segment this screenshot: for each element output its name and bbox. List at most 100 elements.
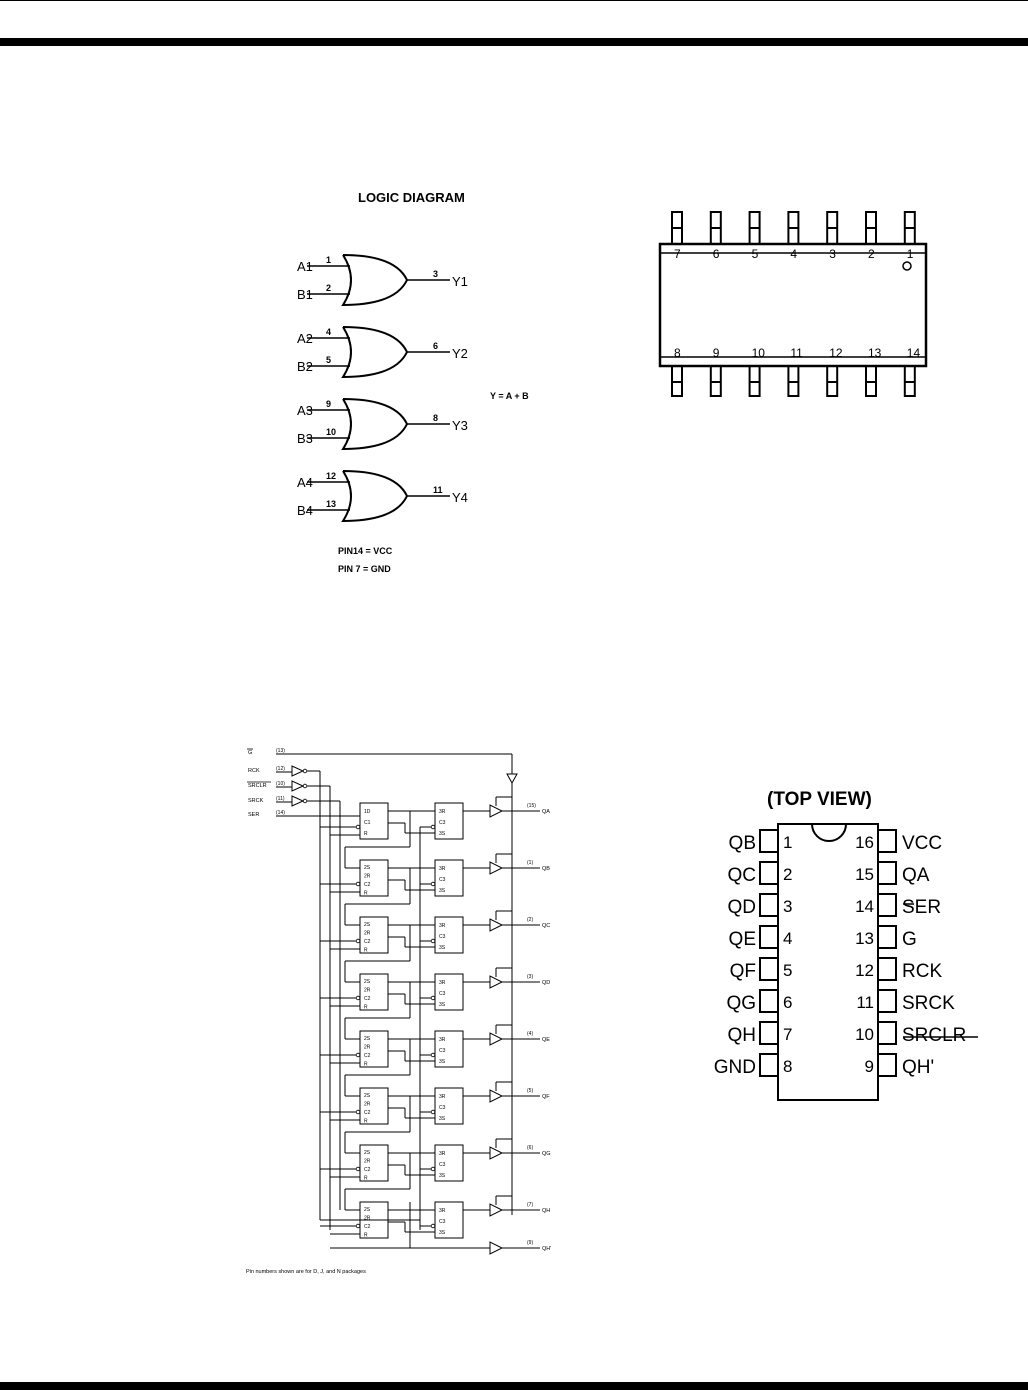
right-pin-lead <box>877 957 897 981</box>
output-buffer-icon <box>489 804 504 818</box>
buffer-icon <box>291 765 305 777</box>
left-pin-lead <box>759 1053 779 1077</box>
output-pin-number: (15) <box>527 803 536 809</box>
serial-out-buffer-icon <box>489 1241 504 1255</box>
flip-flop-pin-label: 2S <box>364 1207 371 1213</box>
output-label: Y3 <box>452 418 468 433</box>
flip-flop-box <box>359 1030 389 1068</box>
right-pin-label: SER <box>902 897 941 918</box>
latch-pin-label: C3 <box>439 1162 446 1168</box>
pin1-marker-icon <box>902 261 912 271</box>
flip-flop-pin-label: C2 <box>364 882 371 888</box>
inversion-bubble-icon <box>302 798 308 804</box>
output-pin-number: (1) <box>527 860 533 866</box>
latch-pin-label: 3R <box>439 1037 446 1043</box>
latch-pin-label: C3 <box>439 991 446 997</box>
shift-register-diagram: G(13)RCK(12)SRCLR(10)SRCK(11)SER(14)1DC1… <box>246 748 551 1275</box>
bottom-pin-number: 13 <box>868 346 882 360</box>
top-pin-lead <box>671 211 683 244</box>
bottom-pin-number: 8 <box>674 346 681 360</box>
latch-pin-label: 3R <box>439 809 446 815</box>
input-label: SER <box>248 812 259 818</box>
right-pin-number: 9 <box>865 1057 874 1076</box>
latch-pin-label: 3R <box>439 1094 446 1100</box>
clock-bubble-icon <box>355 1109 361 1115</box>
latch-pin-label: 3S <box>439 1059 446 1065</box>
left-pin-lead <box>759 1021 779 1045</box>
right-pin-number: 16 <box>855 833 874 852</box>
latch-pin-label: 3S <box>439 945 446 951</box>
flip-flop-pin-label: 2S <box>364 922 371 928</box>
output-pin-number: (5) <box>527 1088 533 1094</box>
bottom-pin-lead <box>903 366 916 397</box>
input-a-label: A4 <box>297 475 313 490</box>
top-pin-lead <box>787 211 800 244</box>
flip-flop-box <box>359 973 389 1011</box>
clock-bubble-icon <box>355 881 361 887</box>
latch-box <box>434 1201 464 1239</box>
right-pin-label: QH' <box>902 1057 934 1078</box>
left-pin-number: 2 <box>783 865 792 884</box>
latch-box <box>434 802 464 840</box>
or-gate-symbol <box>341 398 409 451</box>
right-pin-lead <box>877 1021 897 1045</box>
power-note-vcc: PIN14 = VCC <box>338 546 393 556</box>
left-pin-label: GND <box>714 1057 756 1078</box>
flip-flop-box <box>359 802 389 840</box>
latch-pin-label: 3R <box>439 866 446 872</box>
pin-number: 8 <box>433 413 438 423</box>
left-pin-label: QE <box>729 929 756 950</box>
bottom-pin-number: 14 <box>907 346 921 360</box>
left-pin-label: QB <box>729 833 756 854</box>
clock-bubble-icon <box>430 1166 436 1172</box>
latch-pin-label: 3R <box>439 1208 446 1214</box>
output-buffer-icon <box>489 1089 504 1103</box>
or-gate-symbol <box>341 326 409 379</box>
right-pin-lead <box>877 925 897 949</box>
latch-box <box>434 1087 464 1125</box>
clock-bubble-icon <box>430 1109 436 1115</box>
dip-notch-icon <box>811 823 847 842</box>
left-pin-lead <box>759 957 779 981</box>
clock-bubble-icon <box>430 1223 436 1229</box>
output-label: QH <box>542 1208 550 1214</box>
bottom-pin-lead <box>787 366 800 397</box>
pin-number: 4 <box>326 327 331 337</box>
right-pin-lead <box>877 829 897 853</box>
pin-number: (14) <box>276 810 285 816</box>
bottom-pin-lead <box>671 366 683 397</box>
input-label: SRCK <box>248 798 264 804</box>
flip-flop-pin-label: R <box>364 1233 368 1239</box>
bottom-pin-lead <box>709 366 722 397</box>
output-pin-number: (6) <box>527 1145 533 1151</box>
top-thick-rule <box>0 38 1028 46</box>
flip-flop-pin-label: C2 <box>364 1167 371 1173</box>
output-label: QC <box>542 923 550 929</box>
logic-diagram-title: LOGIC DIAGRAM <box>358 190 465 205</box>
output-buffer-icon <box>489 1032 504 1046</box>
flip-flop-pin-label: R <box>364 1005 368 1011</box>
flip-flop-pin-label: C2 <box>364 1053 371 1059</box>
flip-flop-box <box>359 859 389 897</box>
bottom-pin-number: 11 <box>790 346 803 360</box>
right-pin-lead <box>877 989 897 1013</box>
flip-flop-pin-label: 2S <box>364 865 371 871</box>
bottom-pin-lead <box>865 366 877 397</box>
pin-number: (11) <box>276 796 285 802</box>
pin-number: (10) <box>276 781 285 787</box>
clock-bubble-icon <box>430 995 436 1001</box>
top-pin-lead <box>903 211 916 244</box>
top-pin-lead <box>709 211 722 244</box>
left-pin-number: 4 <box>783 929 792 948</box>
right-pin-lead <box>877 1053 897 1077</box>
output-buffer-icon <box>489 861 504 875</box>
pin-number: 9 <box>326 399 331 409</box>
left-pin-label: QD <box>728 897 757 918</box>
clock-bubble-icon <box>430 881 436 887</box>
pin-number: (12) <box>276 766 285 772</box>
pin-number: (13) <box>276 748 285 754</box>
flip-flop-pin-label: 2S <box>364 1036 371 1042</box>
